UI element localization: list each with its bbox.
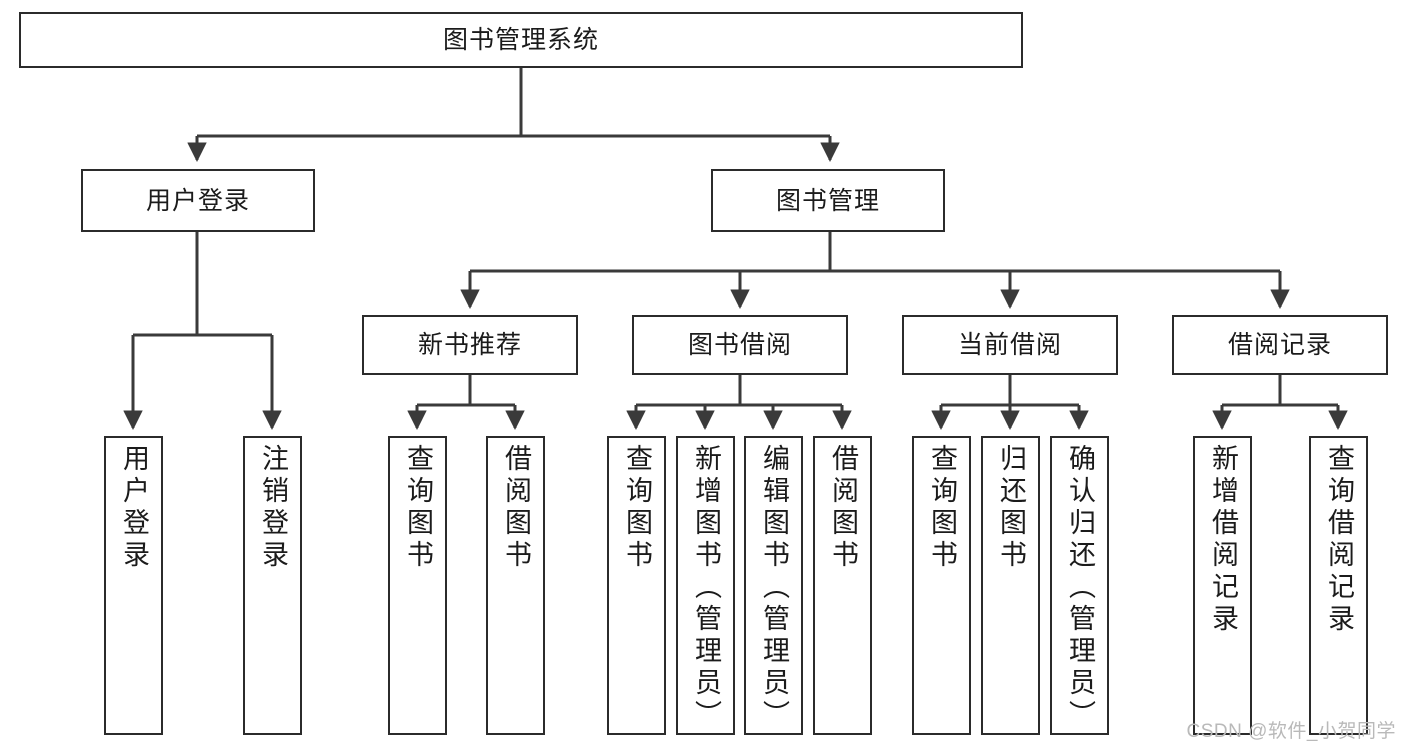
node-label: 图书借阅 (687, 331, 792, 359)
node-root-book-management-system[interactable]: 图书管理系统 (19, 12, 1023, 68)
leaf-logout[interactable]: 注销登录 (243, 436, 302, 735)
leaf-return-books[interactable]: 归还图书 (981, 436, 1040, 735)
leaf-add-book-admin[interactable]: 新增图书（管理员） (676, 436, 735, 735)
node-label: 注销登录 (258, 444, 288, 572)
leaf-add-borrowing-record[interactable]: 新增借阅记录 (1193, 436, 1252, 735)
node-label: 用户登录 (145, 186, 250, 215)
node-label: 借阅图书 (501, 444, 531, 572)
node-borrowing-records[interactable]: 借阅记录 (1172, 315, 1388, 375)
node-label: 查询图书 (403, 444, 433, 572)
node-label: 借阅图书 (828, 444, 858, 572)
node-label: 图书管理 (775, 186, 880, 215)
leaf-borrow-books-recommendation[interactable]: 借阅图书 (486, 436, 545, 735)
leaf-query-books-borrowing[interactable]: 查询图书 (607, 436, 666, 735)
node-user-login[interactable]: 用户登录 (81, 169, 315, 232)
node-label: 查询图书 (927, 444, 957, 572)
node-label: 查询图书 (622, 444, 652, 572)
node-label: 当前借阅 (957, 331, 1062, 359)
node-label: 新增图书（管理员） (691, 444, 721, 732)
leaf-confirm-return-admin[interactable]: 确认归还（管理员） (1050, 436, 1109, 735)
leaf-query-borrowing-record[interactable]: 查询借阅记录 (1309, 436, 1368, 735)
node-book-management[interactable]: 图书管理 (711, 169, 945, 232)
node-label: 新书推荐 (417, 331, 522, 359)
leaf-query-books-current[interactable]: 查询图书 (912, 436, 971, 735)
leaf-edit-book-admin[interactable]: 编辑图书（管理员） (744, 436, 803, 735)
node-label: 确认归还（管理员） (1065, 444, 1095, 732)
node-label: 新增借阅记录 (1208, 444, 1238, 636)
watermark: CSDN @软件_小贺同学 (1186, 721, 1396, 742)
leaf-borrow-books-borrowing[interactable]: 借阅图书 (813, 436, 872, 735)
node-label: 编辑图书（管理员） (759, 444, 789, 732)
node-book-borrowing[interactable]: 图书借阅 (632, 315, 848, 375)
node-label: 归还图书 (996, 444, 1026, 572)
node-current-borrowing[interactable]: 当前借阅 (902, 315, 1118, 375)
leaf-query-books-recommendation[interactable]: 查询图书 (388, 436, 447, 735)
node-label: 用户登录 (119, 444, 149, 572)
node-label: 借阅记录 (1227, 331, 1332, 359)
node-new-book-recommendation[interactable]: 新书推荐 (362, 315, 578, 375)
node-label: 图书管理系统 (442, 26, 599, 54)
node-label: 查询借阅记录 (1324, 444, 1354, 636)
leaf-user-login[interactable]: 用户登录 (104, 436, 163, 735)
